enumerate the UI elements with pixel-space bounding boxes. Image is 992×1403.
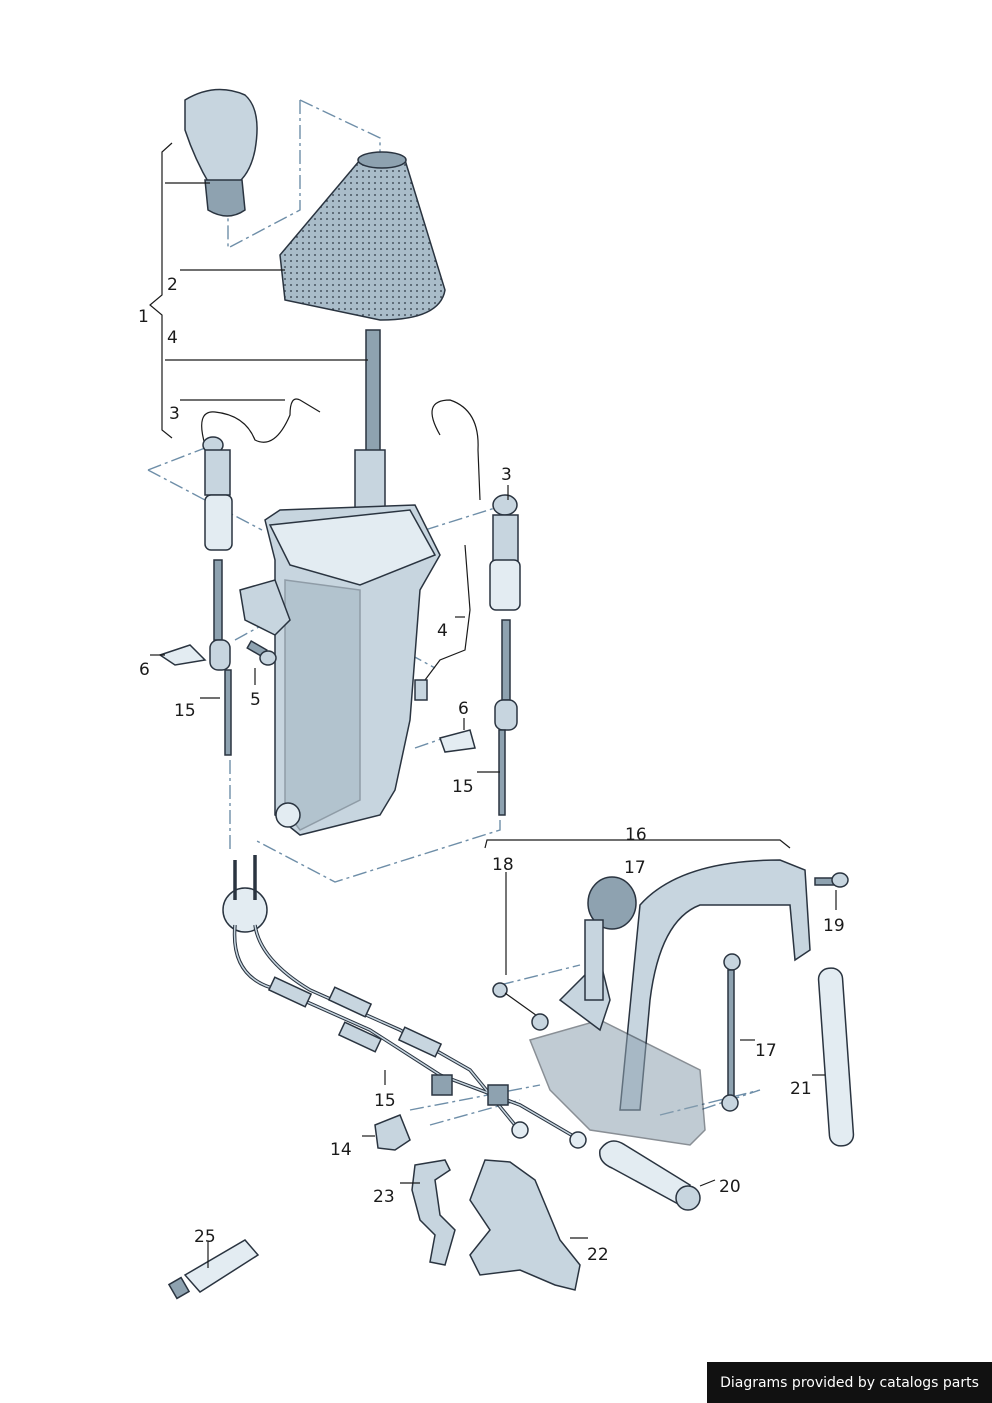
cable-3-left xyxy=(201,398,321,446)
bolt-5 xyxy=(246,640,277,666)
selector-weight-17 xyxy=(584,876,637,1001)
bolt-19 xyxy=(814,872,849,888)
label-6: 6 xyxy=(458,699,469,719)
cable-3-right xyxy=(431,399,481,501)
cable-end-left xyxy=(202,436,233,756)
label-23: 23 xyxy=(373,1187,395,1207)
label-22: 22 xyxy=(587,1245,609,1265)
label-1: 1 xyxy=(138,307,149,327)
label-6: 6 xyxy=(139,660,150,680)
clip-6-right xyxy=(439,729,476,753)
link-18 xyxy=(492,982,549,1031)
assembly-dash-lines xyxy=(147,99,761,1126)
gear-boot xyxy=(279,151,446,321)
credit-banner: Diagrams provided by catalogs parts xyxy=(707,1362,992,1403)
clip-14 xyxy=(374,1114,411,1151)
label-15: 15 xyxy=(174,701,196,721)
label-17: 17 xyxy=(624,858,646,878)
shift-lever xyxy=(354,329,386,511)
label-3: 3 xyxy=(501,465,512,485)
bracket-1 xyxy=(149,142,173,439)
cable-end-right xyxy=(489,494,521,816)
label-4: 4 xyxy=(167,328,178,348)
label-2: 2 xyxy=(167,275,178,295)
label-19: 19 xyxy=(823,916,845,936)
gear-cables-15 xyxy=(222,855,587,1149)
gear-knob xyxy=(184,88,258,217)
label-18: 18 xyxy=(492,855,514,875)
label-21: 21 xyxy=(790,1079,812,1099)
shifter-housing xyxy=(239,504,441,836)
label-25: 25 xyxy=(194,1227,216,1247)
bracket-22 xyxy=(469,1159,581,1291)
bracket-23 xyxy=(411,1159,456,1266)
rod-17 xyxy=(721,953,741,1112)
connector-4 xyxy=(414,679,428,701)
label-15: 15 xyxy=(374,1091,396,1111)
clip-6-left xyxy=(158,644,207,666)
tube-25 xyxy=(167,1239,260,1300)
label-15: 15 xyxy=(452,777,474,797)
label-3: 3 xyxy=(169,404,180,424)
part-labels: 1 2 4 3 3 4 6 5 15 6 15 16 18 17 19 17 2… xyxy=(138,275,845,1265)
label-17: 17 xyxy=(755,1041,777,1061)
label-20: 20 xyxy=(719,1177,741,1197)
label-4: 4 xyxy=(437,621,448,641)
label-14: 14 xyxy=(330,1140,352,1160)
label-5: 5 xyxy=(250,690,261,710)
lever-bracket-16 xyxy=(528,859,811,1146)
damper-20 xyxy=(599,1140,701,1211)
label-16: 16 xyxy=(625,825,647,845)
leader-lines xyxy=(150,182,837,1268)
strip-21 xyxy=(817,967,855,1147)
